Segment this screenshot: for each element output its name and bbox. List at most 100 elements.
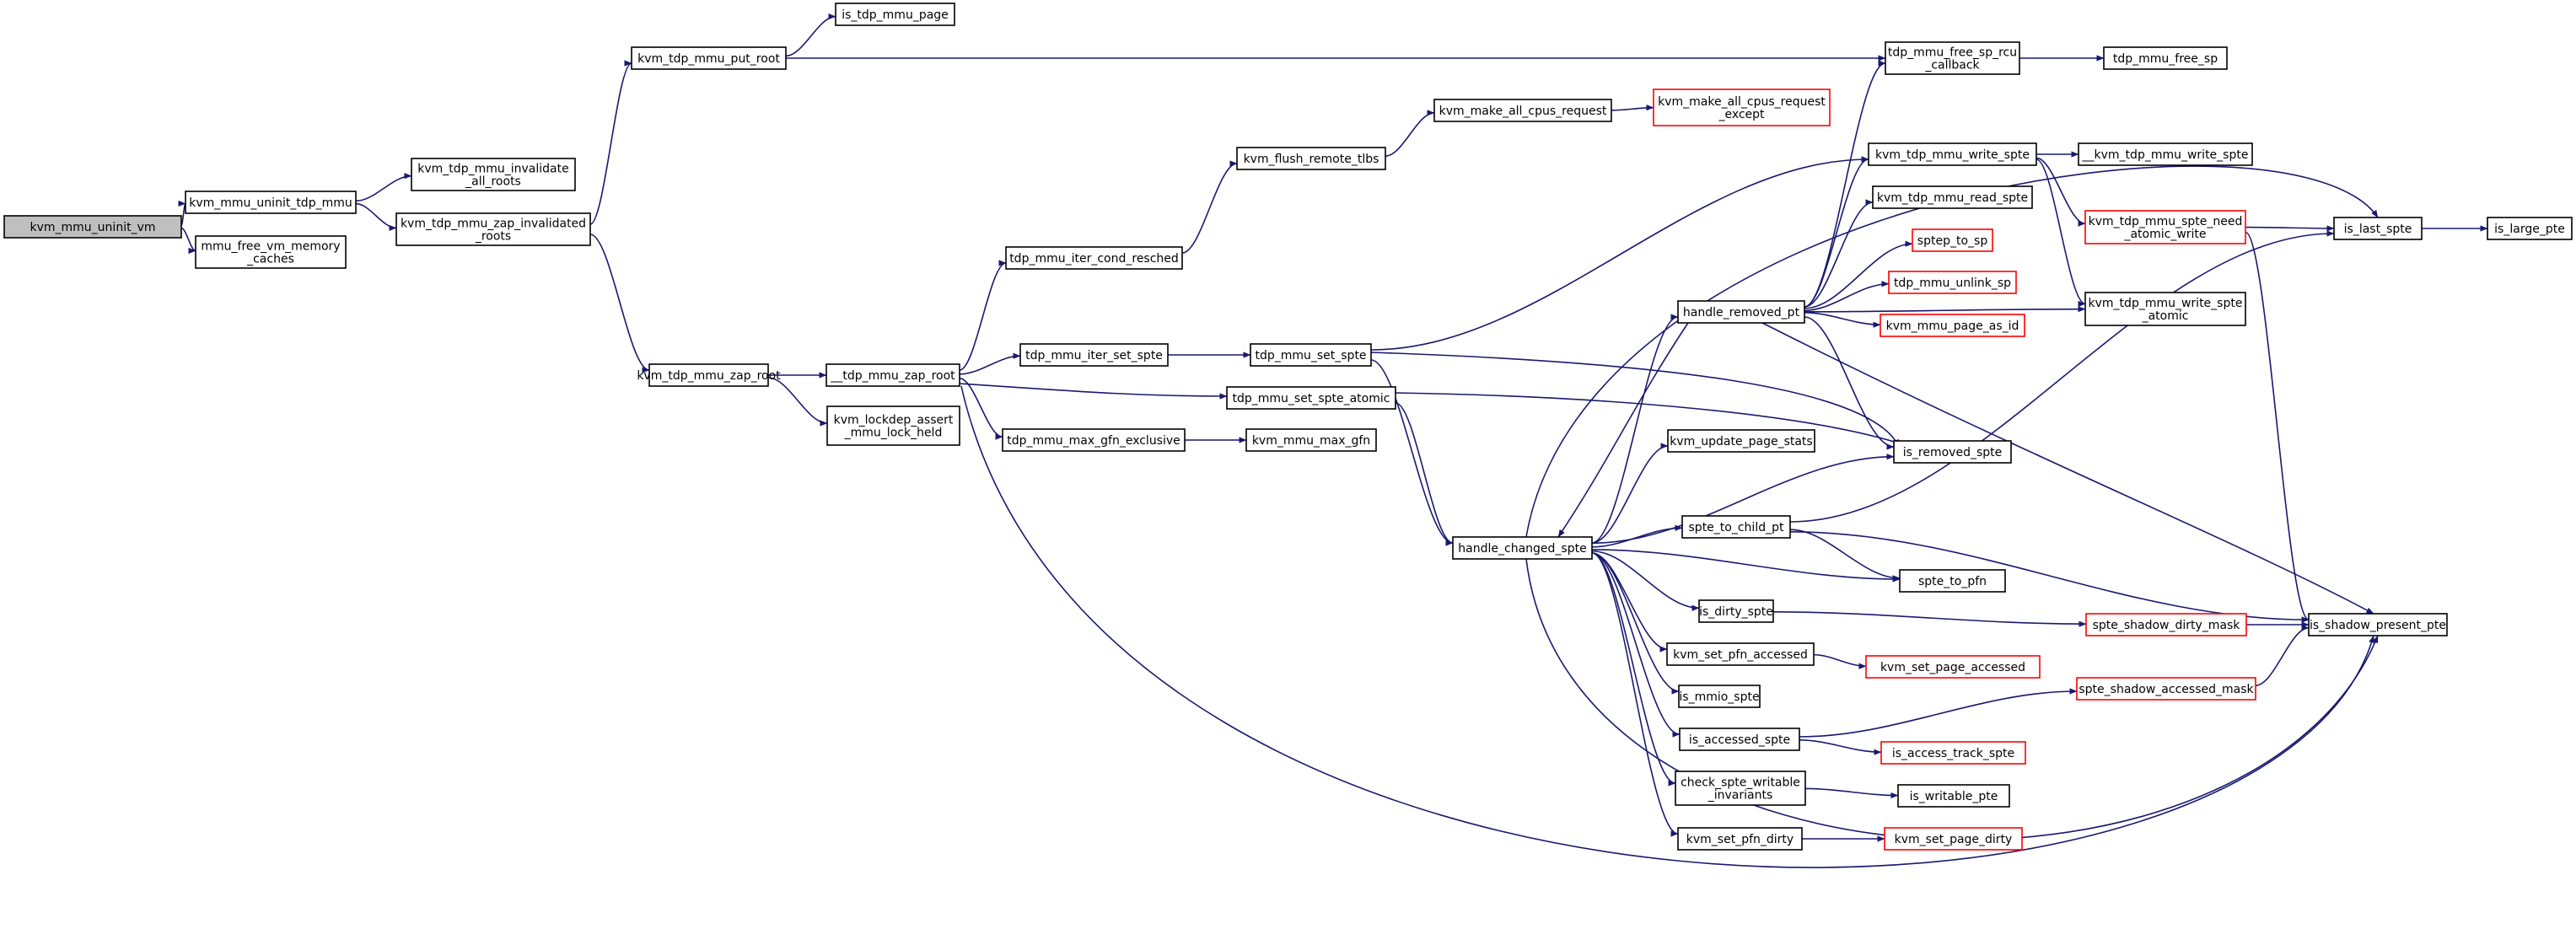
node-kvm-update-page-stats[interactable]: kvm_update_page_stats — [1667, 429, 1815, 453]
node-is-last-spte[interactable]: is_last_spte — [2333, 217, 2423, 240]
edge-kvm-flush-remote-tlbs-to-kvm-make-all-cpus-request — [1385, 110, 1435, 157]
node-kvm-flush-remote-tlbs[interactable]: kvm_flush_remote_tlbs — [1236, 147, 1386, 170]
node-label: kvm_set_page_accessed — [1880, 661, 2025, 674]
node-is-mmio-spte[interactable]: is_mmio_spte — [1678, 685, 1761, 708]
node-kvm-set-pfn-dirty[interactable]: kvm_set_pfn_dirty — [1677, 827, 1803, 851]
node-tdp-mmu-set-spte-atomic[interactable]: tdp_mmu_set_spte_atomic — [1226, 386, 1396, 410]
edge-kvm-tdp-mmu-spte-need-atomic-write-to-is-shadow-present-pte — [2245, 231, 2310, 623]
node-kvm-mmu-page-as-id[interactable]: kvm_mmu_page_as_id — [1880, 314, 2025, 337]
node-kvm-tdp-mmu-zap-invalidated-roots[interactable]: kvm_tdp_mmu_zap_invalidated_roots — [395, 212, 591, 246]
node-kvm-make-all-cpus-request[interactable]: kvm_make_all_cpus_request — [1433, 99, 1612, 122]
node-tdp-mmu-max-gfn-exclusive[interactable]: tdp_mmu_max_gfn_exclusive — [1002, 428, 1186, 452]
node-is-accessed-spte[interactable]: is_accessed_spte — [1679, 728, 1800, 751]
node-is-tdp-mmu-page[interactable]: is_tdp_mmu_page — [835, 3, 955, 26]
node-box — [835, 3, 955, 26]
edge-is-accessed-spte-to-is-access-track-spte — [1799, 739, 1882, 755]
edge-handle-changed-spte-to-handle-removed-pt — [1591, 314, 1679, 544]
node-label: tdp_mmu_set_spte — [1255, 349, 1366, 362]
edge-spte-to-child-pt-to-is-shadow-present-pte — [1789, 531, 2310, 623]
node-tdp-mmu-iter-set-spte[interactable]: tdp_mmu_iter_set_spte — [1019, 343, 1169, 367]
node-kvm-tdp-mmu-write-spte-atomic[interactable]: kvm_tdp_mmu_write_spte_atomic — [2084, 292, 2246, 326]
node-label: _roots — [475, 230, 511, 244]
node-label: kvm_flush_remote_tlbs — [1244, 153, 1379, 166]
node-label: kvm_tdp_mmu_write_spte — [1875, 148, 2030, 162]
node-label: is_dirty_spte — [1699, 605, 1773, 619]
edge-handle-removed-pt-to-kvm-tdp-mmu-write-spte-atomic — [1804, 306, 2086, 313]
node-handle-changed-spte[interactable]: handle_changed_spte — [1452, 536, 1593, 560]
edge-handle-removed-pt-to-kvm-tdp-mmu-read-spte — [1804, 199, 1874, 308]
edge-handle-changed-spte-to-kvm-set-pfn-dirty — [1591, 552, 1679, 837]
node-label: kvm_make_all_cpus_request — [1658, 95, 1826, 109]
node---kvm-tdp-mmu-write-spte[interactable]: __kvm_tdp_mmu_write_spte — [2078, 142, 2253, 166]
edge---tdp-mmu-zap-root-to-tdp-mmu-max-gfn-exclusive — [959, 378, 1003, 440]
node-label: tdp_mmu_free_sp — [2113, 52, 2218, 66]
node-spte-to-child-pt[interactable]: spte_to_child_pt — [1681, 515, 1791, 539]
node-is-shadow-present-pte[interactable]: is_shadow_present_pte — [2308, 613, 2448, 636]
edge-kvm-tdp-mmu-zap-root-to-kvm-lockdep-assert-mmu-lock-held — [767, 377, 828, 427]
node-label: kvm_tdp_mmu_zap_invalidated — [401, 217, 586, 231]
edge-handle-removed-pt-to-is-removed-spte — [1804, 316, 1895, 450]
node-label: is_accessed_spte — [1689, 733, 1790, 747]
node-box — [1872, 185, 2033, 209]
node-label: kvm_tdp_mmu_invalidate — [417, 163, 568, 176]
edge-handle-changed-spte-to-spte-to-pfn — [1591, 549, 1901, 583]
node-spte-to-pfn[interactable]: spte_to_pfn — [1899, 569, 2006, 593]
node---tdp-mmu-zap-root[interactable]: __tdp_mmu_zap_root — [826, 363, 960, 387]
node-sptep-to-sp[interactable]: sptep_to_sp — [1912, 228, 1993, 252]
node-box — [2084, 292, 2246, 326]
node-label: _mmu_lock_held — [844, 427, 943, 440]
node-tdp-mmu-free-sp-rcu-callback[interactable]: tdp_mmu_free_sp_rcu_callback — [1885, 41, 2020, 75]
node-label: kvm_tdp_mmu_put_root — [637, 52, 780, 66]
edge-kvm-tdp-mmu-write-spte-to-kvm-tdp-mmu-write-spte-atomic — [2036, 158, 2086, 308]
node-kvm-mmu-uninit-tdp-mmu[interactable]: kvm_mmu_uninit_tdp_mmu — [185, 191, 357, 214]
node-mmu-free-vm-memory-caches[interactable]: mmu_free_vm_memory_caches — [195, 235, 347, 269]
node-kvm-set-pfn-accessed[interactable]: kvm_set_pfn_accessed — [1666, 642, 1815, 666]
node-kvm-tdp-mmu-zap-root[interactable]: kvm_tdp_mmu_zap_root — [637, 363, 781, 387]
node-is-dirty-spte[interactable]: is_dirty_spte — [1698, 599, 1774, 623]
node-box — [1868, 142, 2037, 166]
node-kvm-make-all-cpus-request-except[interactable]: kvm_make_all_cpus_request_except — [1653, 89, 1831, 126]
node-box — [1002, 428, 1186, 452]
edge-handle-changed-spte-to-is-last-spte — [1525, 165, 2379, 538]
node-kvm-set-page-dirty[interactable]: kvm_set_page_dirty — [1884, 827, 2023, 851]
node-kvm-tdp-mmu-read-spte[interactable]: kvm_tdp_mmu_read_spte — [1872, 185, 2033, 209]
node-box — [2085, 613, 2247, 636]
node-is-access-track-spte[interactable]: is_access_track_spte — [1880, 741, 2026, 765]
node-box — [1226, 386, 1396, 410]
node-box — [1666, 642, 1815, 666]
node-box — [1677, 827, 1803, 851]
node-label: check_spte_writable — [1681, 776, 1800, 790]
node-kvm-tdp-mmu-invalidate-all-roots[interactable]: kvm_tdp_mmu_invalidate_all_roots — [411, 158, 576, 191]
node-tdp-mmu-iter-cond-resched[interactable]: tdp_mmu_iter_cond_resched — [1005, 246, 1183, 270]
node-label: tdp_mmu_iter_cond_resched — [1009, 252, 1179, 266]
node-is-removed-spte[interactable]: is_removed_spte — [1893, 440, 2012, 464]
node-spte-shadow-dirty-mask[interactable]: spte_shadow_dirty_mask — [2085, 613, 2247, 636]
node-kvm-tdp-mmu-put-root[interactable]: kvm_tdp_mmu_put_root — [631, 46, 787, 70]
node-label: __tdp_mmu_zap_root — [830, 369, 955, 383]
node-spte-shadow-accessed-mask[interactable]: spte_shadow_accessed_mask — [2076, 677, 2256, 701]
node-box — [826, 363, 960, 387]
edge-kvm-tdp-mmu-zap-invalidated-roots-to-kvm-tdp-mmu-put-root — [589, 60, 632, 225]
node-tdp-mmu-unlink-sp[interactable]: tdp_mmu_unlink_sp — [1888, 271, 2017, 294]
node-kvm-mmu-max-gfn[interactable]: kvm_mmu_max_gfn — [1245, 428, 1377, 452]
node-box — [1433, 99, 1612, 122]
node-check-spte-writable-invariants[interactable]: check_spte_writable_invariants — [1675, 771, 1806, 806]
node-handle-removed-pt[interactable]: handle_removed_pt — [1677, 300, 1805, 324]
node-kvm-tdp-mmu-spte-need-atomic-write[interactable]: kvm_tdp_mmu_spte_need_atomic_write — [2084, 210, 2246, 244]
node-layer: kvm_mmu_uninit_vmkvm_mmu_uninit_tdp_mmum… — [3, 3, 2573, 851]
node-label: _atomic — [2142, 309, 2189, 323]
node-box — [1698, 599, 1774, 623]
node-label: is_last_spte — [2344, 223, 2412, 236]
node-kvm-tdp-mmu-write-spte[interactable]: kvm_tdp_mmu_write_spte — [1868, 142, 2037, 166]
node-tdp-mmu-set-spte[interactable]: tdp_mmu_set_spte — [1250, 343, 1372, 367]
node-is-writable-pte[interactable]: is_writable_pte — [1897, 784, 2010, 808]
node-kvm-lockdep-assert-mmu-lock-held[interactable]: kvm_lockdep_assert_mmu_lock_held — [826, 405, 960, 446]
node-is-large-pte[interactable]: is_large_pte — [2487, 217, 2573, 240]
node-tdp-mmu-free-sp[interactable]: tdp_mmu_free_sp — [2103, 46, 2228, 70]
node-kvm-set-page-accessed[interactable]: kvm_set_page_accessed — [1865, 655, 2041, 679]
node-box — [1681, 515, 1791, 539]
edge---tdp-mmu-zap-root-to-is-shadow-present-pte — [960, 385, 2375, 868]
edge-tdp-mmu-set-spte-to-kvm-tdp-mmu-write-spte — [1370, 156, 1869, 351]
node-box — [1880, 314, 2025, 337]
edge-handle-removed-pt-to-tdp-mmu-unlink-sp — [1804, 281, 1890, 312]
